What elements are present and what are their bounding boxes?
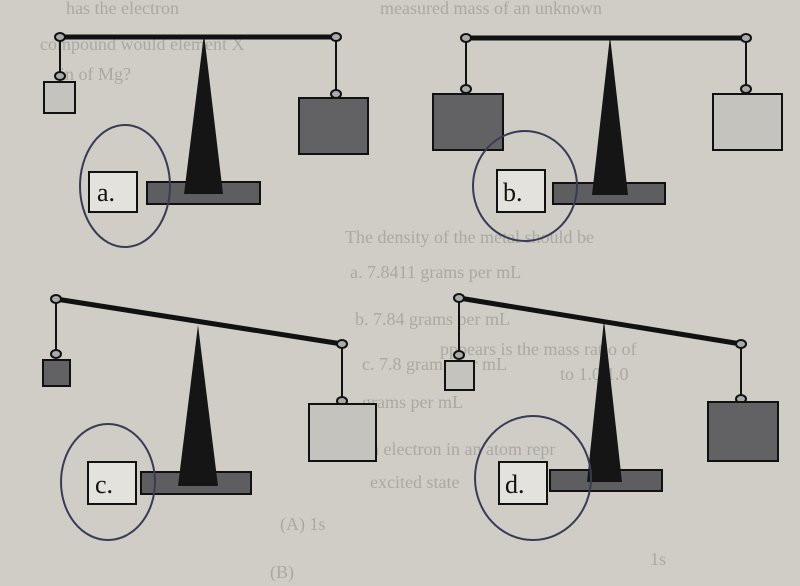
mass-right-dark-large [298,97,369,155]
beam-pivot-left [54,32,66,42]
fulcrum-pivot [587,320,622,482]
bleed-text-13: excited state [370,472,459,492]
pencil-circle [79,124,171,248]
bleed-text-9: grams per mL [362,392,463,412]
beam-pivot-left [50,294,62,304]
panel-label: b. [503,178,523,207]
panel-d: d. [444,293,779,541]
beam-pivot-right [740,33,752,43]
pencil-circle [60,423,156,541]
bleed-text-7: b. 7.84 grams per mL [355,309,510,329]
bleed-text-6: a. 7.8411 grams per mL [350,262,521,282]
mass-left-light-small [43,81,76,114]
panel-label: d. [505,470,525,499]
mass-hook-right [330,89,342,99]
label-box [87,461,137,505]
bleed-text-4: measured mass of an unknown [380,0,602,18]
mass-hook-right [740,84,752,94]
mass-hook-left [50,349,62,359]
bleed-text-3: in of Mg? [60,64,131,84]
label-box [88,171,138,213]
fulcrum-pivot [592,36,628,195]
panel-b: b. [432,33,783,242]
bleed-text-1: has the electron [66,0,179,18]
bleed-text-10: pppears is the mass ratio of [440,339,636,359]
mass-hook-left [460,84,472,94]
fulcrum-pivot [184,34,223,194]
balance-beam [55,296,343,347]
label-box [496,169,546,213]
panel-label: a. [97,178,115,207]
panel-a: a. [43,32,369,248]
bleed-text-12: 6. An electron in an atom repr [340,439,555,459]
mass-left-dark-large [432,93,504,151]
label-box [498,461,548,505]
beam-pivot-right [330,32,342,42]
panel-c: c. [42,294,377,541]
mass-right-light-large [712,93,783,151]
beam-pivot-right [735,339,747,349]
beam-pivot-right [336,339,348,349]
bleed-text-11: to 1.0:1.0 [560,364,629,384]
mass-left-dark-small [42,359,71,387]
pencil-circle [472,130,578,242]
beam-pivot-left [460,33,472,43]
pencil-circle [474,415,592,541]
bleed-text-15: 1s [650,549,666,569]
mass-hook-left [453,350,465,360]
mass-left-light-small [444,360,475,391]
balance-beam [458,295,742,347]
bleed-text-5: The density of the metal should be [345,227,594,247]
panel-label: c. [95,470,113,499]
mass-hook-left [54,71,66,81]
bleed-through-text-layer: has the electron compound would element … [40,0,666,583]
mass-right-light-large [308,403,377,462]
bleed-text-14: (A) 1s [280,514,326,535]
beam-pivot-left [453,293,465,303]
bleed-text-16: (B) [270,562,294,583]
mass-right-dark-large [707,401,779,462]
fulcrum-pivot [178,325,218,486]
